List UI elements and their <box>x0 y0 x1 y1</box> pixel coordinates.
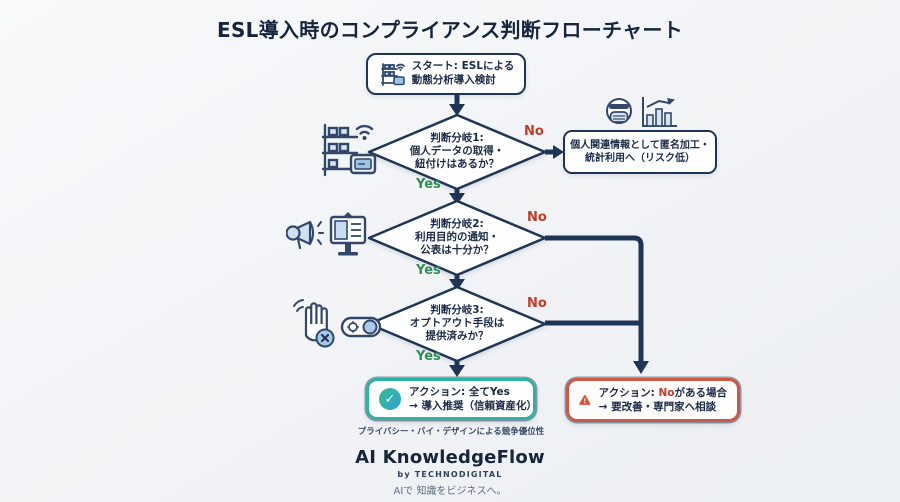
start-line2: 動態分析導入検討 <box>411 74 496 86</box>
decision-1-line3: 紐付けはあるか？ <box>415 158 499 170</box>
arrowhead-into-action-no <box>633 361 649 374</box>
footer-tagline: AIで 知識をビジネスへ。 <box>393 486 507 497</box>
decision-3-text: 判断分岐3: オプトアウト手段は 提供済みか？ <box>369 304 545 343</box>
footer-brand: AI KnowledgeFlow <box>355 447 545 468</box>
masked-person-and-chart-icon <box>601 93 679 133</box>
arrowhead-into-d3 <box>449 279 465 291</box>
action-no-no-word: No <box>658 387 675 399</box>
megaphone-icon <box>285 220 324 250</box>
action-no-text: アクション: Noがある場合 → 要改善・専門家へ相談 <box>599 386 727 414</box>
privacy-caption: プライバシー・バイ・デザインによる競争優位性 <box>357 427 545 437</box>
action-no-line2: → 要改善・専門家へ相談 <box>598 401 717 413</box>
yes-label-1: Yes <box>416 177 441 192</box>
footer: AI KnowledgeFlow by TECHNODIGITAL AIで 知識… <box>0 447 900 497</box>
yes-label-2: Yes <box>416 263 441 278</box>
decision-diamonds <box>367 113 547 363</box>
page-title: ESL導入時のコンプライアンス判断フローチャート <box>216 18 683 42</box>
megaphone-and-board-icon <box>285 206 374 270</box>
bar-chart-icon <box>642 97 677 127</box>
arrowhead-into-d1 <box>449 104 465 116</box>
anonymize-line2: 統計利用へ（リスク低） <box>585 153 695 164</box>
start-line1: スタート: ESLによる <box>411 60 515 73</box>
decision-1-line1: 判断分岐1: <box>430 132 484 144</box>
start-node-label: スタート: ESLによる 動態分析導入検討 <box>412 60 514 87</box>
decision-2-text: 判断分岐2: 利用目的の通知・ 公表は十分か？ <box>369 218 545 257</box>
decision-2-line1: 判断分岐2: <box>430 218 484 230</box>
arrowheads <box>449 104 649 377</box>
presentation-board-icon <box>329 212 367 256</box>
masked-person-icon <box>606 98 632 124</box>
action-yes-line1: アクション: 全てYes <box>409 386 510 398</box>
arrowhead-into-action-yes <box>449 365 465 377</box>
anonymize-line1: 個人関連情報として匿名加工・ <box>570 140 710 151</box>
decision-2-line3: 公表は十分か？ <box>420 244 494 256</box>
arrowhead-into-anonymize-box <box>553 145 564 159</box>
decision-3-line1: 判断分岐3: <box>430 304 484 316</box>
decision-3-diamond <box>367 285 547 363</box>
decision-3-line3: 提供済みか？ <box>425 330 489 342</box>
no-label-3: No <box>527 296 547 311</box>
footer-byline: by TECHNODIGITAL <box>397 470 503 479</box>
settings-toggle-icon <box>340 316 382 338</box>
decision-2-line2: 利用目的の通知・ <box>415 231 499 243</box>
action-no-line1: アクション: Noがある場合 <box>599 386 727 400</box>
decision-1-line2: 個人データの取得・ <box>409 145 505 157</box>
arrowhead-into-d2 <box>449 193 465 205</box>
optout-hand-and-toggle-icon <box>286 296 382 358</box>
stop-hand-icon <box>293 299 335 348</box>
connector-d2-no-elbow <box>545 235 644 363</box>
yes-label-3: Yes <box>416 349 441 364</box>
store-shelf-wifi-icon <box>313 117 383 185</box>
warning-triangle-icon <box>579 394 591 405</box>
anonymize-box: 個人関連情報として匿名加工・ 統計利用へ（リスク低） <box>563 130 717 174</box>
decision-3-line2: オプトアウト手段は <box>409 317 505 329</box>
action-no-suffix: がある場合 <box>674 387 728 399</box>
check-icon: ✓ <box>379 388 401 410</box>
action-yes-line2: → 導入推奨（信頼資産化） <box>409 400 537 412</box>
no-label-2: No <box>527 210 547 225</box>
start-node: スタート: ESLによる 動態分析導入検討 <box>366 53 526 95</box>
decision-1-diamond <box>367 113 547 191</box>
decision-1-text: 判断分岐1: 個人データの取得・ 紐付けはあるか？ <box>369 132 545 171</box>
action-no-box: アクション: Noがある場合 → 要改善・専門家へ相談 <box>566 378 740 422</box>
shelf-wifi-esl-icon <box>380 63 405 86</box>
no-label-1: No <box>524 124 544 139</box>
action-no-prefix: アクション: <box>598 387 659 399</box>
decision-2-diamond <box>367 199 547 277</box>
action-yes-text: アクション: 全てYes → 導入推奨（信頼資産化） <box>409 385 537 413</box>
action-yes-box: ✓ アクション: 全てYes → 導入推奨（信頼資産化） <box>366 378 537 420</box>
